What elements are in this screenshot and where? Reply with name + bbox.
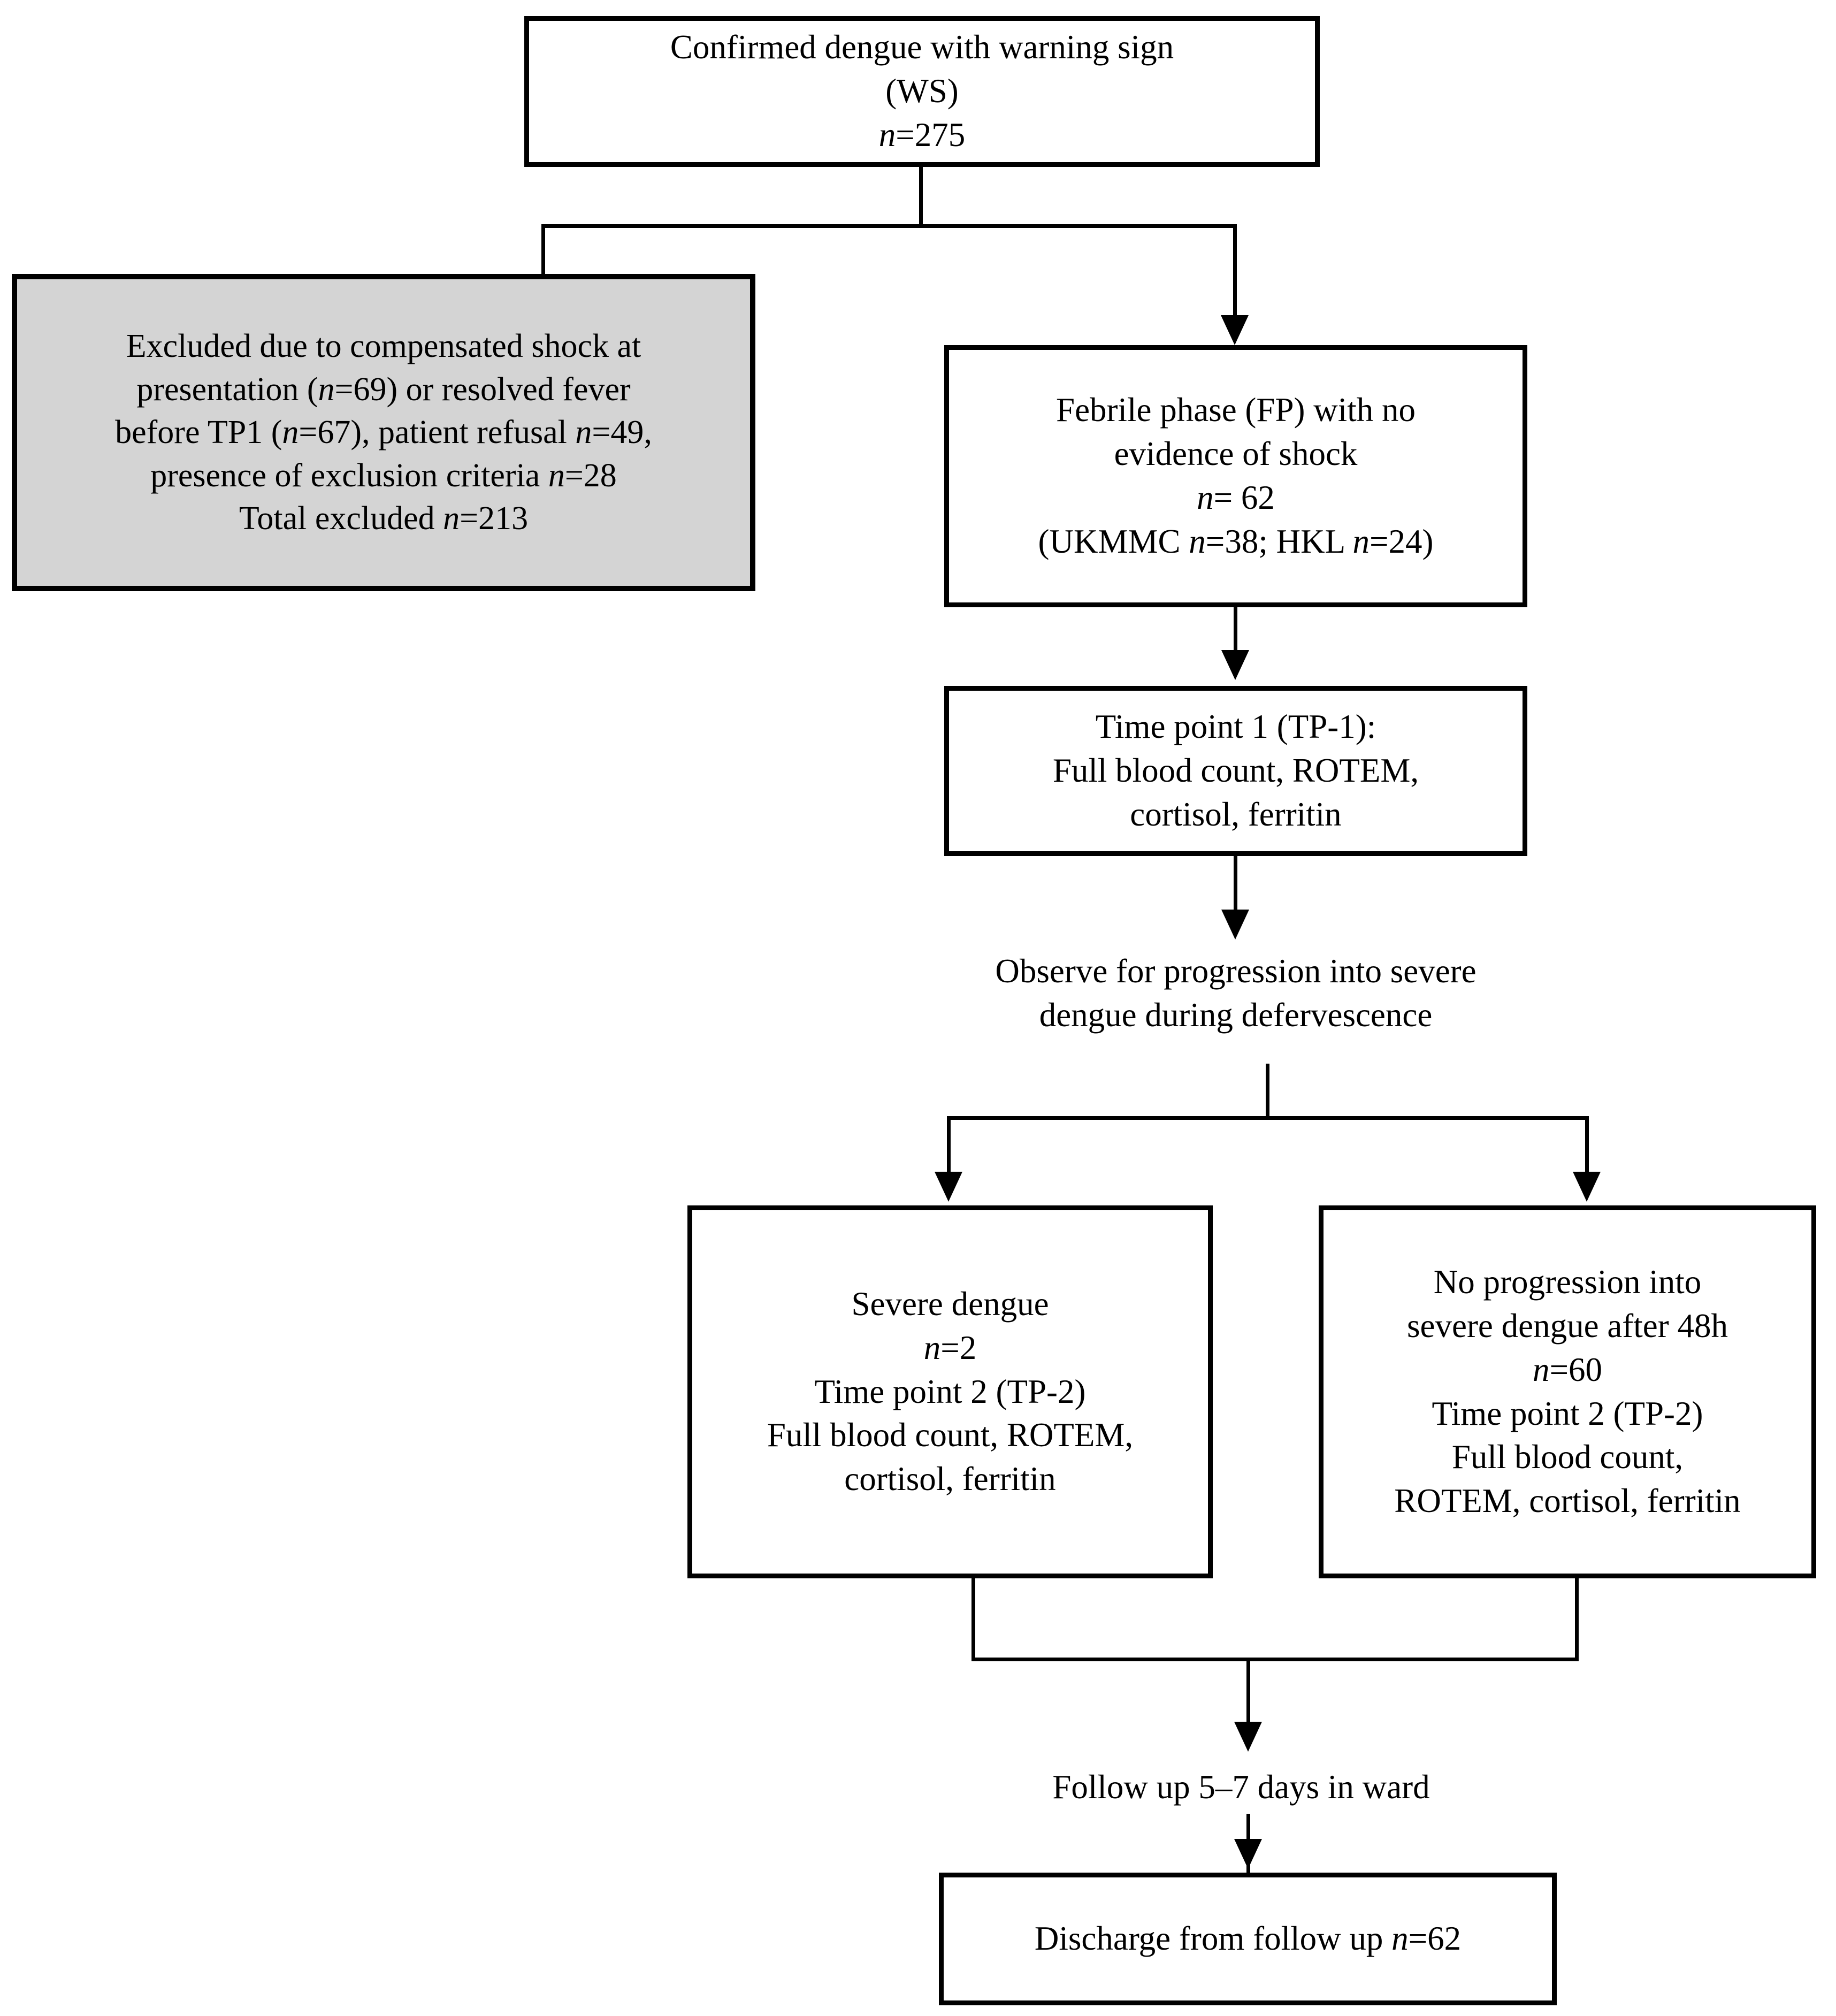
- node-line: evidence of shock: [1114, 435, 1358, 473]
- node-line: n=60: [1532, 1350, 1603, 1388]
- connector-observe-split-bar: [947, 1116, 1589, 1120]
- node-line: (WS): [885, 72, 959, 110]
- connector-to-febrile: [1233, 224, 1237, 320]
- node-line: cortisol, ferritin: [844, 1460, 1056, 1498]
- arrowhead-to-followup: [1234, 1722, 1262, 1752]
- connector-febrile-to-tp1: [1234, 607, 1237, 655]
- connector-to-no-progression: [1585, 1116, 1589, 1175]
- label-line: Follow up 5–7 days in ward: [1052, 1768, 1430, 1806]
- node-line: before TP1 (n=67), patient refusal n=49,: [115, 414, 652, 451]
- node-line: Full blood count, ROTEM,: [767, 1416, 1134, 1454]
- connector-no-progression-down: [1575, 1578, 1579, 1661]
- node-tp1-text: Time point 1 (TP-1): Full blood count, R…: [949, 705, 1523, 837]
- node-line: cortisol, ferritin: [1130, 795, 1342, 833]
- node-line: Full blood count,: [1451, 1438, 1684, 1476]
- connector-observe-stem: [1266, 1064, 1269, 1120]
- node-line: Confirmed dengue with warning sign: [670, 28, 1174, 66]
- node-line: presentation (n=69) or resolved fever: [136, 371, 631, 408]
- arrowhead-to-no-progression: [1573, 1172, 1601, 1202]
- node-line: severe dengue after 48h: [1407, 1307, 1728, 1345]
- node-line: ROTEM, cortisol, ferritin: [1394, 1482, 1741, 1520]
- node-line: Total excluded n=213: [239, 500, 529, 537]
- arrowhead-to-febrile: [1221, 315, 1249, 345]
- label-line: dengue during defervescence: [1039, 996, 1433, 1034]
- connector-to-excluded: [541, 224, 545, 278]
- node-line: presence of exclusion criteria n=28: [150, 457, 617, 494]
- arrowhead-to-observe: [1221, 910, 1249, 940]
- label-line: Observe for progression into severe: [995, 952, 1477, 990]
- node-line: Time point 2 (TP-2): [814, 1372, 1086, 1410]
- connector-tp1-to-observe: [1234, 856, 1237, 915]
- connector-severe-dengue-down: [971, 1578, 975, 1661]
- node-no-progression-text: No progression into severe dengue after …: [1324, 1261, 1811, 1523]
- node-febrile-text: Febrile phase (FP) with no evidence of s…: [949, 388, 1523, 564]
- node-line: Febrile phase (FP) with no: [1056, 391, 1416, 429]
- node-severe-dengue: Severe dengue n=2 Time point 2 (TP-2) Fu…: [687, 1205, 1213, 1578]
- connector-merge-bar: [971, 1658, 1579, 1661]
- connector-enrolled-split-bar: [541, 224, 1237, 228]
- connector-to-severe-dengue: [947, 1116, 951, 1175]
- connector-enrolled-stem: [919, 167, 923, 227]
- node-febrile-phase: Febrile phase (FP) with no evidence of s…: [944, 345, 1527, 607]
- label-observe-for-progression: Observe for progression into severe deng…: [888, 950, 1583, 1037]
- node-line: Time point 1 (TP-1):: [1095, 708, 1376, 746]
- node-line: n=275: [878, 116, 966, 154]
- node-confirmed-text: Confirmed dengue with warning sign (WS) …: [529, 26, 1315, 157]
- node-line: n=2: [923, 1328, 977, 1366]
- node-line: n= 62: [1197, 479, 1275, 516]
- node-discharge-from-follow-up: Discharge from follow up n=62: [939, 1873, 1557, 2005]
- node-time-point-1: Time point 1 (TP-1): Full blood count, R…: [944, 686, 1527, 856]
- node-line: Time point 2 (TP-2): [1432, 1394, 1703, 1432]
- connector-merge-to-followup: [1246, 1658, 1250, 1727]
- node-line: Severe dengue: [851, 1285, 1049, 1323]
- label-follow-up: Follow up 5–7 days in ward: [888, 1766, 1594, 1809]
- node-line: Excluded due to compensated shock at: [126, 328, 641, 365]
- node-discharge-text: Discharge from follow up n=62: [944, 1917, 1552, 1961]
- node-line: (UKMMC n=38; HKL n=24): [1038, 522, 1434, 560]
- node-severe-dengue-text: Severe dengue n=2 Time point 2 (TP-2) Fu…: [692, 1282, 1208, 1501]
- arrowhead-to-tp1: [1221, 650, 1249, 680]
- node-excluded-text: Excluded due to compensated shock at pre…: [17, 325, 750, 540]
- arrowhead-to-discharge: [1234, 1839, 1262, 1869]
- arrowhead-to-severe-dengue: [935, 1172, 962, 1202]
- node-line: Discharge from follow up n=62: [1034, 1920, 1462, 1958]
- node-line: Full blood count, ROTEM,: [1052, 752, 1419, 790]
- node-line: No progression into: [1433, 1263, 1702, 1301]
- node-no-progression: No progression into severe dengue after …: [1319, 1205, 1816, 1578]
- node-excluded-patients: Excluded due to compensated shock at pre…: [12, 274, 755, 591]
- node-confirmed-dengue-warning-sign: Confirmed dengue with warning sign (WS) …: [524, 16, 1320, 167]
